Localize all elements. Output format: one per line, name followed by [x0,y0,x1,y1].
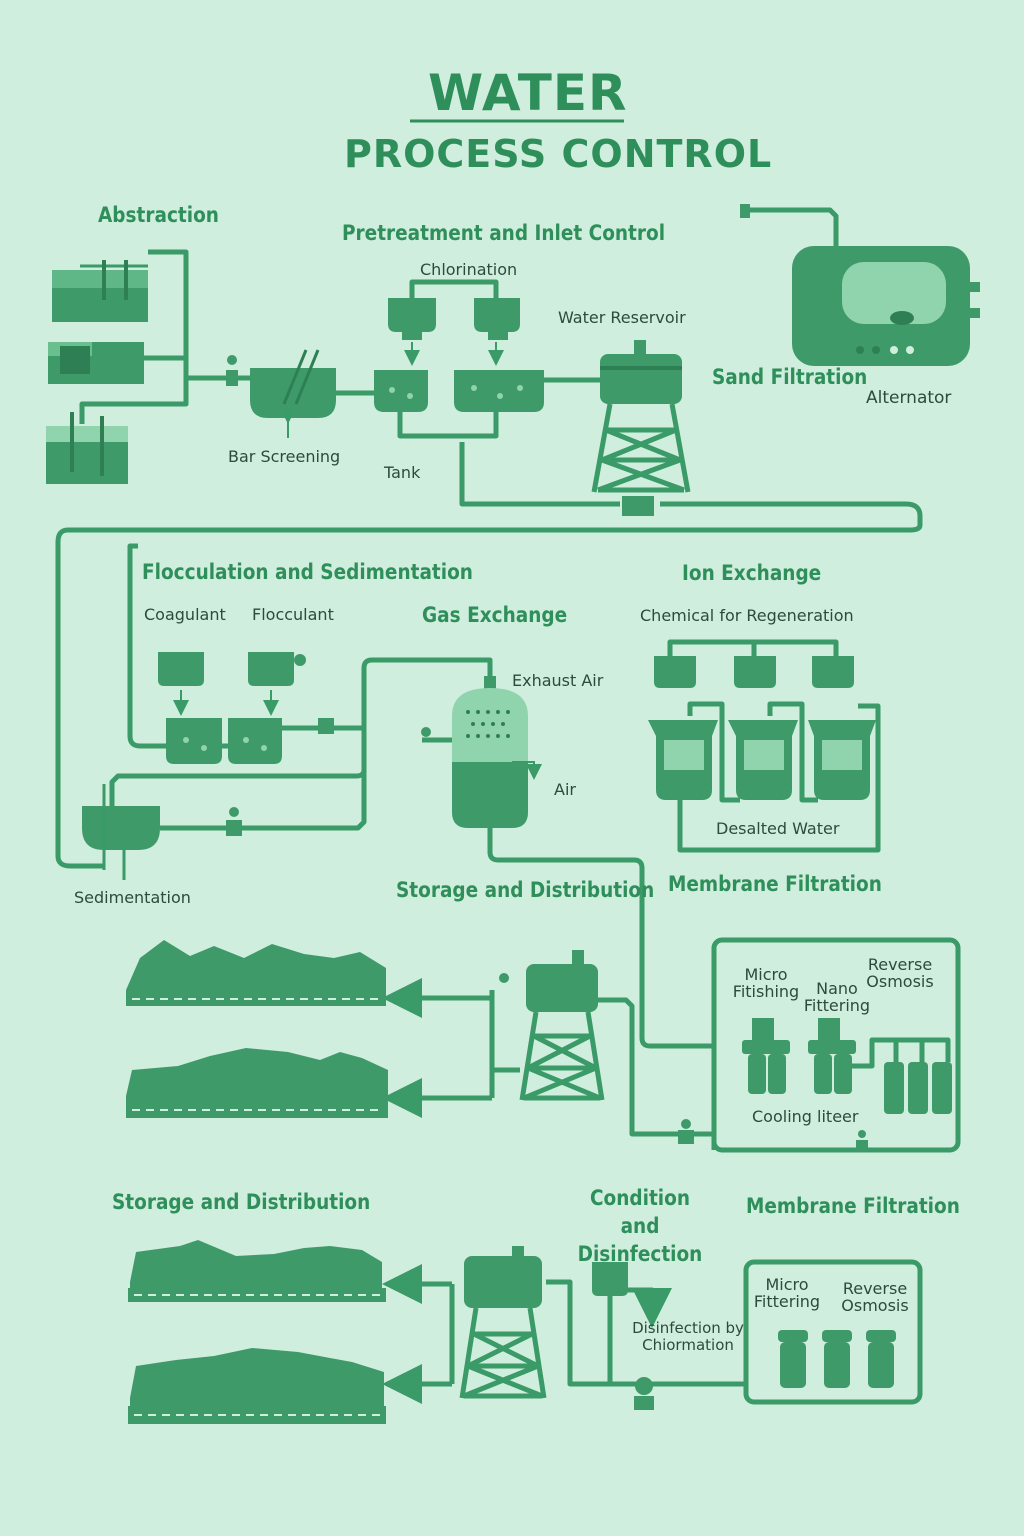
city-2 [126,1048,388,1118]
membrane-1-box [711,937,961,1153]
pipe-ion-link-1 [687,701,740,803]
sedimentation-unit [82,784,242,880]
pipe-gas-to-distribution [487,826,714,1049]
label-micro-fittering: Micro Fittering [753,1275,821,1311]
heading-gas-exchange: Gas Exchange [422,603,568,627]
disinfection-unit [592,1262,654,1410]
gas-exchange-unit [421,676,542,828]
pipe-ion-link-2 [767,701,818,803]
city-3 [128,1240,386,1302]
label-sedimentation: Sedimentation [74,888,191,907]
pipe-floc-to-gas [320,657,493,731]
ion-exchange-units [648,656,876,800]
pipe-abstraction-collector [79,249,189,424]
label-nano-fittering: Nano Fittering [803,979,871,1015]
label-coagulant: Coagulant [144,605,226,624]
label-desalted-water: Desalted Water [716,819,840,838]
flocculation-units [158,652,334,764]
city-4 [128,1348,386,1424]
label-bar-screening: Bar Screening [228,447,341,466]
heading-storage-2: Storage and Distribution [112,1190,371,1214]
label-reverse-osmosis-1: Reverse Osmosis [866,955,934,991]
pipe-chlorination-loop [409,279,499,298]
heading-pretreatment: Pretreatment and Inlet Control [342,221,666,245]
title-line-2: PROCESS CONTROL [344,132,773,176]
city-blocks [126,940,388,1424]
bar-screening-unit [226,349,336,438]
pipe-tank-return [459,442,620,507]
pipe-sed-to-gas [160,728,367,831]
heading-condition: Condition and Disinfection [577,1186,703,1266]
pipe-storage2-to-disinfection [546,1279,746,1387]
alternator-unit [740,204,980,366]
pipe-ro-mid [893,1040,925,1062]
label-disinfection: Disinfection by Chiormation [632,1319,744,1354]
membrane-2-units [778,1330,896,1388]
label-cooling-liteer: Cooling liteer [752,1107,859,1126]
membrane-1-units [742,1018,952,1152]
heading-membrane-1: Membrane Filtration [668,872,882,896]
label-air: Air [554,780,576,799]
label-exhaust-air: Exhaust Air [512,671,604,690]
heading-membrane-2: Membrane Filtration [746,1194,960,1218]
pipe-disinfection-arrow [626,1287,672,1328]
label-chemical-regeneration: Chemical for Regeneration [640,606,854,625]
pipe-tank-bypass [397,412,499,439]
heading-ion-exchange: Ion Exchange [682,561,822,585]
label-micro-fitishing: Micro Fitishing [732,965,800,1001]
label-flocculant: Flocculant [252,605,334,624]
label-tank: Tank [384,463,421,482]
pipe-ro-manifold [852,1037,951,1069]
city-1 [126,940,386,1006]
pipe-main-loop [55,501,923,869]
pipe-alternator-header [746,207,839,250]
label-alternator: Alternator [866,388,952,408]
storage-2-unit [459,1246,547,1399]
heading-flocculation: Flocculation and Sedimentation [142,560,473,584]
storage-1-unit [499,950,694,1144]
water-reservoir-tower [591,340,691,516]
label-water-reservoir: Water Reservoir [558,308,686,327]
heading-sand-filtration: Sand Filtration [712,365,868,389]
label-chlorination: Chlorination [420,260,518,279]
label-reverse-osmosis-2: Reverse Osmosis [841,1279,909,1315]
abstraction-units [46,260,148,484]
title-line-1: WATER [428,64,628,122]
pipe-storage1-to-membrane [598,997,714,1137]
pipe-ion-bottom-loop [677,703,881,853]
membrane-2-box [743,1259,923,1405]
chlorination-tanks [374,298,544,412]
pipe-floc-feed [127,543,166,749]
heading-storage-1: Storage and Distribution [396,878,655,902]
heading-abstraction: Abstraction [98,203,219,227]
